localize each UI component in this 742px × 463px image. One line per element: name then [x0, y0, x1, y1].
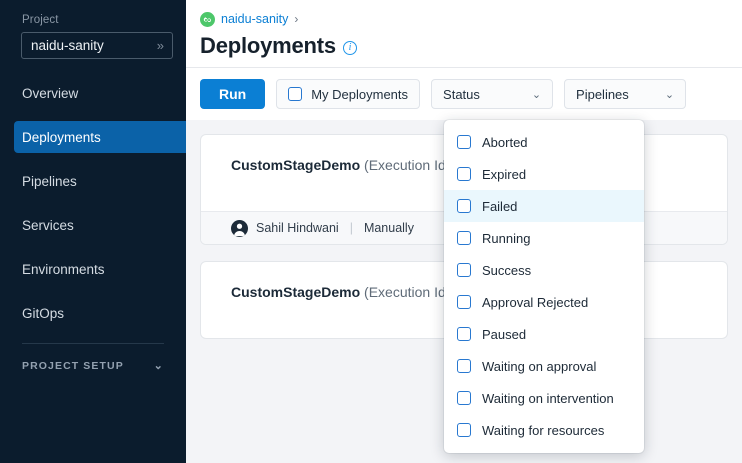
- deployment-name: CustomStageDemo: [231, 157, 360, 173]
- project-icon: [200, 12, 215, 27]
- sidebar-item-label: Deployments: [22, 130, 101, 145]
- sidebar-item-label: Overview: [22, 86, 78, 101]
- status-option-failed[interactable]: Failed: [444, 190, 644, 222]
- status-option-label: Running: [482, 231, 530, 246]
- sidebar-item-label: Services: [22, 218, 74, 233]
- status-option-expired[interactable]: Expired: [444, 158, 644, 190]
- status-filter-label: Status: [443, 87, 480, 102]
- status-option-waiting-on-intervention[interactable]: Waiting on intervention: [444, 382, 644, 414]
- sidebar-item-services[interactable]: Services: [0, 209, 186, 241]
- status-option-running[interactable]: Running: [444, 222, 644, 254]
- sidebar-section-project-setup[interactable]: PROJECT SETUP ⌄: [0, 359, 186, 372]
- info-icon[interactable]: i: [343, 41, 357, 55]
- status-option-success[interactable]: Success: [444, 254, 644, 286]
- sidebar-section-label: PROJECT SETUP: [22, 360, 124, 372]
- sidebar-item-environments[interactable]: Environments: [0, 253, 186, 285]
- my-deployments-label: My Deployments: [311, 87, 408, 102]
- status-option-checkbox[interactable]: [457, 263, 471, 277]
- status-option-label: Success: [482, 263, 531, 278]
- title-row: Deployments i: [200, 33, 742, 59]
- status-option-checkbox[interactable]: [457, 423, 471, 437]
- status-option-label: Aborted: [482, 135, 528, 150]
- status-option-label: Approval Rejected: [482, 295, 588, 310]
- my-deployments-checkbox[interactable]: [288, 87, 302, 101]
- chevron-down-icon: ⌄: [532, 88, 541, 101]
- project-selector[interactable]: naidu-sanity »: [21, 32, 173, 59]
- status-option-label: Paused: [482, 327, 526, 342]
- status-option-checkbox[interactable]: [457, 167, 471, 181]
- status-option-label: Expired: [482, 167, 526, 182]
- deployment-trigger: Manually: [364, 221, 414, 235]
- breadcrumb-separator: ›: [294, 12, 298, 26]
- sidebar-nav: Overview Deployments Pipelines Services …: [0, 77, 186, 329]
- chevron-double-right-icon: »: [157, 39, 164, 52]
- sidebar-item-label: Pipelines: [22, 174, 77, 189]
- run-button[interactable]: Run: [200, 79, 265, 109]
- status-option-waiting-for-resources[interactable]: Waiting for resources: [444, 414, 644, 446]
- status-option-aborted[interactable]: Aborted: [444, 126, 644, 158]
- breadcrumb-link-project[interactable]: naidu-sanity: [221, 12, 288, 26]
- page-title: Deployments: [200, 33, 336, 59]
- status-option-checkbox[interactable]: [457, 135, 471, 149]
- status-option-label: Waiting on approval: [482, 359, 596, 374]
- status-option-label: Waiting for resources: [482, 423, 604, 438]
- deployment-name: CustomStageDemo: [231, 284, 360, 300]
- status-filter-dropdown[interactable]: Status ⌄: [431, 79, 553, 109]
- status-option-label: Failed: [482, 199, 517, 214]
- toolbar: Run My Deployments Status ⌄ Pipelines ⌄: [186, 68, 742, 120]
- sidebar-item-pipelines[interactable]: Pipelines: [0, 165, 186, 197]
- chevron-down-icon: ⌄: [154, 359, 164, 372]
- sidebar: Project naidu-sanity » Overview Deployme…: [0, 0, 186, 463]
- sidebar-item-overview[interactable]: Overview: [0, 77, 186, 109]
- avatar: [231, 220, 248, 237]
- status-option-checkbox[interactable]: [457, 359, 471, 373]
- status-option-paused[interactable]: Paused: [444, 318, 644, 350]
- sidebar-divider: [22, 343, 164, 344]
- my-deployments-filter[interactable]: My Deployments: [276, 79, 420, 109]
- page-header: naidu-sanity › Deployments i: [186, 0, 742, 68]
- footer-divider: |: [347, 221, 356, 235]
- status-dropdown-menu: Aborted Expired Failed Running Success A…: [444, 120, 644, 453]
- deployment-user: Sahil Hindwani: [256, 221, 339, 235]
- status-option-checkbox[interactable]: [457, 327, 471, 341]
- status-option-approval-rejected[interactable]: Approval Rejected: [444, 286, 644, 318]
- deployment-execution-id: (Execution Id: [364, 284, 446, 300]
- deployment-execution-id: (Execution Id: [364, 157, 446, 173]
- pipelines-filter-dropdown[interactable]: Pipelines ⌄: [564, 79, 686, 109]
- project-label: Project: [0, 14, 186, 30]
- status-option-checkbox[interactable]: [457, 231, 471, 245]
- status-option-waiting-on-approval[interactable]: Waiting on approval: [444, 350, 644, 382]
- status-option-label: Waiting on intervention: [482, 391, 614, 406]
- sidebar-item-deployments[interactable]: Deployments: [14, 121, 186, 153]
- chevron-down-icon: ⌄: [665, 88, 674, 101]
- status-option-checkbox[interactable]: [457, 199, 471, 213]
- pipelines-filter-label: Pipelines: [576, 87, 629, 102]
- sidebar-item-label: GitOps: [22, 306, 64, 321]
- status-option-checkbox[interactable]: [457, 295, 471, 309]
- breadcrumb: naidu-sanity ›: [200, 9, 742, 29]
- project-selector-value: naidu-sanity: [31, 38, 104, 53]
- status-option-checkbox[interactable]: [457, 391, 471, 405]
- sidebar-item-gitops[interactable]: GitOps: [0, 297, 186, 329]
- sidebar-item-label: Environments: [22, 262, 105, 277]
